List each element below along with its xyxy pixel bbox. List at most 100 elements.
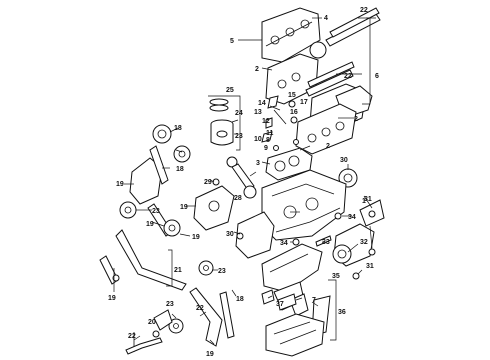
callout-31: 32 (360, 239, 368, 246)
callout-2-a: 2 (255, 66, 259, 73)
chain-guide-bottom (189, 287, 223, 347)
bolt-30-lower (368, 248, 376, 256)
connecting-rod (226, 156, 257, 199)
camshaft-upper (325, 7, 381, 47)
callout-23-b: 23 (152, 208, 160, 215)
callout-19-d: 19 (108, 295, 116, 302)
bracket-6 (362, 17, 371, 105)
valve-retainer (290, 116, 298, 124)
callout-33: 34 (348, 214, 356, 221)
callout-21: 22 (128, 333, 136, 340)
piston (210, 119, 234, 146)
callout-14: 14 (258, 100, 266, 107)
cam-seal-upper (309, 41, 327, 59)
callout-35: 36 (338, 309, 346, 316)
timing-cover-assembly (235, 211, 275, 259)
stud-32 (315, 235, 332, 247)
valve-seal (265, 117, 273, 129)
callout-26: 28 (234, 195, 242, 202)
callout-25: 25 (226, 87, 234, 94)
timing-chain-lower (115, 229, 187, 291)
balance-shaft-sprocket (198, 260, 214, 276)
callout-17: 17 (300, 99, 308, 106)
callout-19-b: 19 (180, 204, 188, 211)
callout-20: 21 (174, 267, 182, 274)
callout-9: 9 (264, 145, 268, 152)
bolt-28 (236, 232, 244, 240)
callout-23-d: 23 (166, 301, 174, 308)
callout-28: 30 (226, 231, 234, 238)
callout-18-a: 18 (174, 125, 182, 132)
bolt-19-bottom (112, 274, 120, 282)
bracket-37 (261, 289, 275, 305)
crankshaft-sprocket-lower (153, 309, 184, 334)
leader-lines (113, 17, 373, 345)
callout-18-d: 18 (236, 296, 244, 303)
callout-10: 10 (254, 136, 262, 143)
timing-cover-left (129, 157, 163, 205)
callout-23-a: 23 (235, 133, 243, 140)
callout-12: 12 (262, 118, 270, 125)
bolt-33 (292, 238, 300, 246)
cam-sprocket-upper (152, 124, 172, 144)
callout-8: 8 (266, 137, 270, 144)
callout-1: 1 (362, 198, 366, 205)
washer-33b (334, 212, 342, 220)
callout-7: 7 (312, 297, 316, 304)
chain-guide-set (147, 203, 181, 237)
oil-pan-lower (265, 313, 325, 357)
bolt-9 (273, 145, 279, 151)
callout-27: 29 (204, 179, 212, 186)
callout-24: 24 (235, 110, 243, 117)
cam-sprocket-mid (173, 145, 191, 163)
bracket-35 (328, 279, 337, 341)
sensor-27 (212, 178, 220, 186)
callout-6: 6 (375, 73, 379, 80)
cylinder-head-cover-lower (265, 53, 319, 105)
callout-3: 3 (256, 160, 260, 167)
callout-29: 30 (340, 157, 348, 164)
callout-5: 5 (230, 38, 234, 45)
callout-22-b: 22 (196, 305, 204, 312)
valve-spring-seat (261, 131, 273, 143)
valve-spring (267, 95, 279, 109)
callout-4: 4 (324, 15, 328, 22)
callout-19-a: 19 (116, 181, 124, 188)
piston-rings (209, 98, 229, 112)
callout-23-c: 23 (218, 268, 226, 275)
valve-stem (273, 109, 287, 125)
crank-sprocket (119, 201, 137, 219)
callout-16: 16 (290, 109, 298, 116)
callout-19-e: 20 (148, 319, 156, 326)
bracket-20 (166, 249, 173, 287)
callout-13: 13 (254, 109, 262, 116)
callout-33-b: 34 (280, 240, 288, 247)
bolt-19-lower (152, 330, 160, 338)
callout-36: 37 (276, 301, 284, 308)
camshaft-lower (305, 61, 355, 97)
oil-pan-upper (261, 243, 323, 293)
callout-15: 15 (288, 92, 296, 99)
cylinder-head-cover-upper (261, 7, 321, 63)
bolt-30-upper (368, 210, 376, 218)
callout-2-c: 2 (354, 116, 358, 123)
callout-30-b: 31 (366, 263, 374, 270)
callout-labels: 4 22 5 2 22 6 25 24 23 14 15 13 16 17 12… (108, 7, 379, 358)
bracket-25 (208, 95, 241, 151)
valve-keeper (293, 139, 299, 145)
timing-chain-upper (149, 145, 169, 185)
callout-2-b: 2 (326, 143, 330, 150)
callout-11: 11 (266, 130, 274, 137)
callout-34: 35 (332, 273, 340, 280)
callout-22-mid: 22 (344, 73, 352, 80)
bolt-31 (352, 272, 360, 280)
bracket-36 (277, 293, 297, 311)
callout-22-top: 22 (360, 7, 368, 14)
valve-lifter (288, 100, 296, 108)
callout-32: 33 (322, 239, 330, 246)
callout-18-c: 19 (192, 234, 200, 241)
cylinder-head-lower (295, 103, 357, 155)
chain-bottom (219, 291, 235, 339)
callout-18-b: 18 (176, 166, 184, 173)
